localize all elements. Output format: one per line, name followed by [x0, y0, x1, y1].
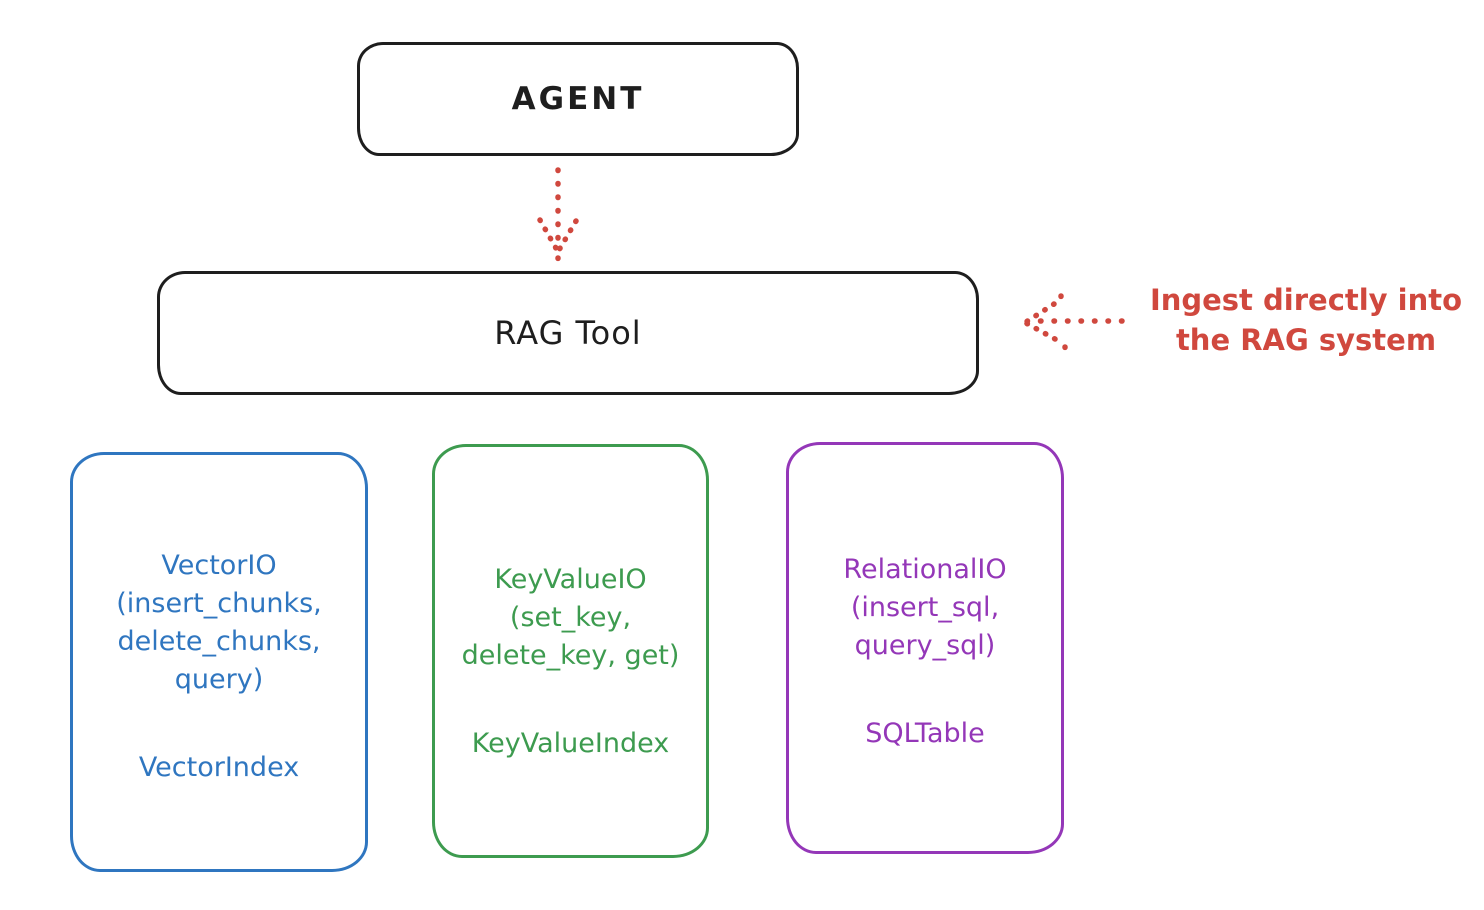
- agent-to-rag-arrow: [537, 167, 579, 262]
- ingest-annotation: Ingest directly into the RAG system: [1130, 280, 1482, 360]
- store-param: (insert_chunks,: [116, 588, 322, 619]
- store-index-label: VectorIndex: [138, 752, 300, 783]
- keyvalue-io-store-node: KeyValueIO (set_key, delete_key, get) Ke…: [432, 444, 709, 858]
- rag-tool-node: RAG Tool: [157, 271, 979, 395]
- store-name: RelationalIO: [843, 554, 1007, 585]
- ingest-annotation-line-2: the RAG system: [1175, 323, 1437, 357]
- store-index-label: KeyValueIndex: [471, 728, 670, 759]
- store-name: KeyValueIO: [494, 564, 647, 595]
- relational-io-store-node: RelationalIO (insert_sql, query_sql) SQL…: [786, 442, 1064, 854]
- store-param: (insert_sql,: [850, 592, 1000, 623]
- store-index-label: SQLTable: [865, 718, 985, 749]
- store-name: VectorIO: [161, 550, 277, 581]
- store-param: (set_key,: [509, 602, 632, 633]
- ingest-annotation-arrow: [1023, 293, 1125, 351]
- agent-node: AGENT: [357, 42, 799, 156]
- ingest-annotation-line-1: Ingest directly into: [1149, 283, 1463, 317]
- store-param: delete_chunks,: [117, 626, 321, 657]
- vector-io-store-node: VectorIO (insert_chunks, delete_chunks, …: [70, 452, 368, 872]
- store-param: delete_key, get): [461, 640, 680, 671]
- store-param: query_sql): [854, 630, 996, 661]
- agent-node-label: AGENT: [511, 81, 645, 117]
- store-param: query): [174, 664, 264, 695]
- rag-tool-node-label: RAG Tool: [494, 314, 642, 352]
